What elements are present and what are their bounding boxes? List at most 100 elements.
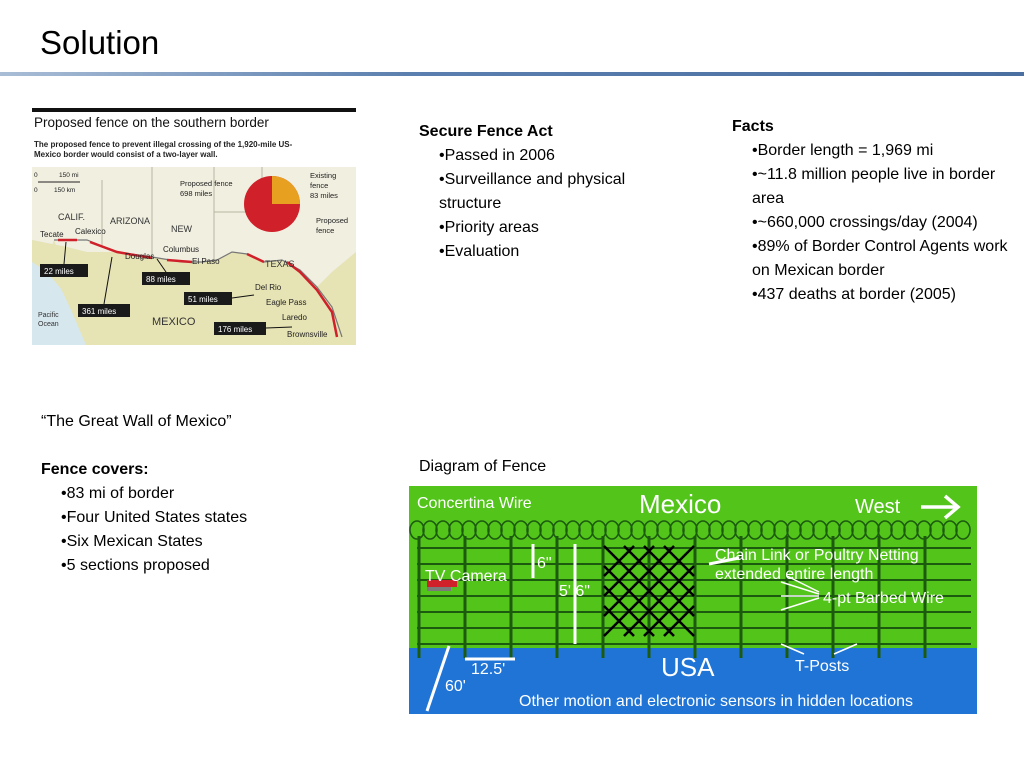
- border-fence-map: Proposed fence on the southern border Th…: [32, 108, 356, 345]
- map-header-bg: [32, 112, 356, 167]
- coil-loop: [409, 520, 425, 540]
- coil-loop: [838, 520, 854, 540]
- legend-existing-1: Existing: [310, 171, 336, 180]
- coil-loop: [474, 520, 490, 540]
- coil-loop: [825, 520, 841, 540]
- label-sensors: Other motion and electronic sensors in h…: [519, 693, 913, 710]
- coil-loop: [617, 520, 633, 540]
- list-item: 83 mi of border: [41, 482, 361, 506]
- map-subtitle-2: Mexico border would consist of a two-lay…: [34, 150, 218, 159]
- coil-loop: [422, 520, 438, 540]
- city-brownsville: Brownsville: [287, 330, 328, 339]
- map-subtitle-1: The proposed fence to prevent illegal cr…: [34, 140, 293, 149]
- callout-88-box: [142, 272, 190, 285]
- label-ocean-2: Ocean: [38, 321, 59, 328]
- legend-proposed-1: Proposed fence: [180, 179, 233, 188]
- coil-loop: [539, 520, 555, 540]
- list-item: 5 sections proposed: [41, 554, 361, 578]
- list-item: Four United States states: [41, 506, 361, 530]
- coil-loop: [864, 520, 880, 540]
- list-item: 89% of Border Control Agents work on Mex…: [732, 235, 1017, 283]
- callout-361-box: [78, 304, 130, 317]
- callout-176-box: [214, 322, 266, 335]
- secure-fence-act-heading: Secure Fence Act: [419, 123, 553, 140]
- coil-loop: [734, 520, 750, 540]
- callout-22: 22 miles: [44, 267, 74, 276]
- coil-loop: [786, 520, 802, 540]
- coil-loop: [955, 520, 971, 540]
- label-new: NEW: [171, 224, 193, 234]
- list-item: Six Mexican States: [41, 530, 361, 554]
- label-usa: USA: [661, 652, 715, 682]
- fence-segment-5: [286, 261, 339, 338]
- coil-loop: [461, 520, 477, 540]
- coil-loop: [721, 520, 737, 540]
- chain-link-mesh: [603, 545, 695, 637]
- scale-km: 150 km: [54, 187, 75, 194]
- legend-existing-3: 83 miles: [310, 191, 338, 200]
- list-item: ~11.8 million people live in border area: [732, 163, 1017, 211]
- label-mexico: MEXICO: [152, 316, 196, 328]
- label-texas: TEXAS: [265, 259, 295, 269]
- label-concertina: Concertina Wire: [417, 495, 532, 512]
- coil-loop: [877, 520, 893, 540]
- coil-loop: [851, 520, 867, 540]
- legend-existing-2: fence: [310, 181, 328, 190]
- secure-fence-act-list: Passed in 2006 Surveillance and physical…: [419, 144, 679, 264]
- tv-camera-icon: [427, 580, 457, 587]
- callout-88: 88 miles: [146, 275, 176, 284]
- state-borders: [101, 167, 263, 262]
- fence-segment-2: [89, 240, 153, 260]
- diagram-caption: Diagram of Fence: [419, 458, 547, 475]
- fence-covers-heading: Fence covers:: [41, 461, 149, 478]
- fence-pie-chart: [244, 176, 300, 232]
- coil-loop: [695, 520, 711, 540]
- fence-segment-3: [166, 258, 193, 264]
- city-laredo: Laredo: [282, 313, 307, 322]
- coil-loop: [578, 520, 594, 540]
- city-calexico: Calexico: [75, 227, 106, 236]
- coil-loop: [903, 520, 919, 540]
- city-tecate: Tecate: [40, 230, 64, 239]
- coil-loop: [565, 520, 581, 540]
- coil-loop: [747, 520, 763, 540]
- fence-posts: [417, 536, 927, 658]
- title-divider: [0, 72, 1024, 76]
- coil-loop: [604, 520, 620, 540]
- callout-361: 361 miles: [82, 307, 116, 316]
- facts-list: Border length = 1,969 mi ~11.8 million p…: [732, 139, 1017, 307]
- coil-loop: [773, 520, 789, 540]
- coil-loop: [916, 520, 932, 540]
- coil-loop: [760, 520, 776, 540]
- label-sixty: 60': [445, 678, 466, 695]
- label-west: West: [855, 496, 901, 518]
- coil-loop: [435, 520, 451, 540]
- coil-loop: [669, 520, 685, 540]
- facts-heading: Facts: [732, 118, 774, 135]
- list-item: ~660,000 crossings/day (2004): [732, 211, 1017, 235]
- scale-mi: 150 mi: [59, 172, 79, 179]
- label-six-inch: 6": [537, 555, 552, 572]
- callout-51-box: [184, 292, 232, 305]
- pie-existing-slice: [272, 176, 300, 204]
- list-item: 437 deaths at border (2005): [732, 283, 1017, 307]
- measure-lines: [425, 544, 740, 712]
- coil-loop: [929, 520, 945, 540]
- label-ocean-1: Pacific: [38, 312, 59, 319]
- coil-loop: [682, 520, 698, 540]
- label-chain-link-2: extended entire length: [715, 566, 873, 583]
- coil-loop: [799, 520, 815, 540]
- fence-segment-4: [246, 252, 265, 264]
- label-arizona: ARIZONA: [110, 216, 150, 226]
- coil-loop: [708, 520, 724, 540]
- coil-loop: [630, 520, 646, 540]
- fence-covers: “The Great Wall of Mexico” Fence covers:…: [41, 410, 361, 578]
- city-del-rio: Del Rio: [255, 283, 282, 292]
- coil-loop: [513, 520, 529, 540]
- secure-fence-act: Secure Fence Act Passed in 2006 Surveill…: [419, 120, 679, 264]
- label-chain-link-1: Chain Link or Poultry Netting: [715, 547, 919, 564]
- list-item: Evaluation: [419, 240, 679, 264]
- coil-loop: [890, 520, 906, 540]
- slide-title: Solution: [40, 24, 160, 61]
- coil-loop: [500, 520, 516, 540]
